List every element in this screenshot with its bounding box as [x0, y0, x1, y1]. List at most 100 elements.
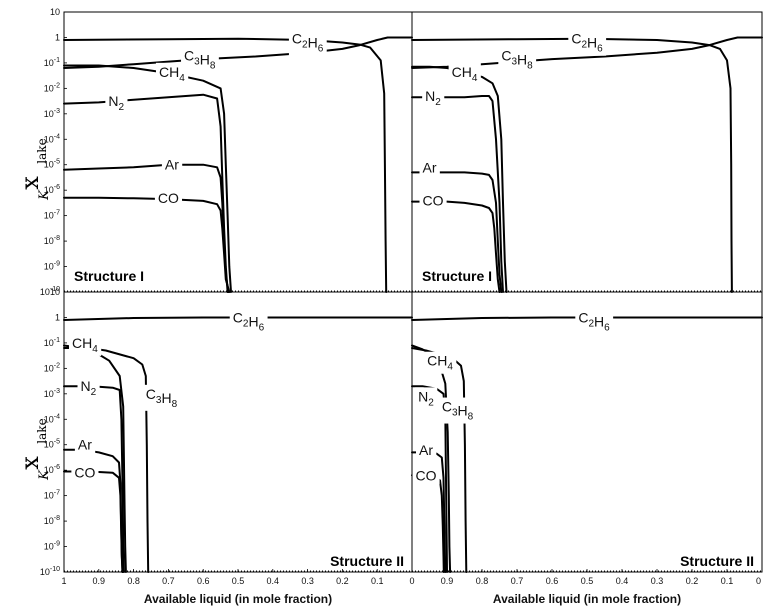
top-left-ytick-label: 10-10	[40, 286, 60, 297]
bottom-left-xtick-label: 0.6	[197, 576, 210, 586]
bottom-right-xtick-label: 0.2	[686, 576, 699, 586]
bottom-left-ytick-label: 10-3	[44, 388, 60, 399]
top-left-ytick-label: 10-2	[44, 82, 60, 93]
bottom-left-label-c2h6: C2H6	[233, 309, 265, 333]
bottom-right-label-ar-bg	[416, 440, 437, 459]
bottom-right-xlabel: Available liquid (in mole fraction)	[493, 592, 681, 606]
bottom-right-xtick-label: 0.5	[581, 576, 594, 586]
bottom-right-label-n2: N2	[418, 388, 434, 408]
bottom-left-label-c3h8-bg	[142, 384, 181, 411]
bottom-left-xtick-label: 0.7	[162, 576, 175, 586]
bottom-right-label-ar: Ar	[419, 442, 433, 458]
top-right-label-co: CO	[423, 192, 444, 208]
bottom-right-label-c2h6: C2H6	[578, 309, 610, 333]
top-left-series-co	[63, 196, 231, 293]
top-left-ytick-label: 10-1	[44, 57, 60, 68]
bottom-left-label-ch4-bg	[68, 333, 102, 356]
top-left-ytick-label: 10-4	[44, 133, 60, 144]
bottom-left-label-ch4: CH4	[72, 335, 98, 355]
bottom-ylabel-sub: K	[37, 469, 52, 481]
bottom-right-xtick-label: 0.8	[476, 576, 489, 586]
top-right-label-ch4-bg	[448, 62, 481, 85]
top-left-ytick-label: 10-5	[44, 159, 60, 170]
top-left-label-c3h8: C3H8	[184, 47, 216, 71]
top-right-label-c3h8: C3H8	[501, 47, 533, 71]
bottom-left-xtick-label: 0.8	[127, 576, 140, 586]
top-left-structure-label: Structure I	[74, 268, 144, 284]
bottom-left-ytick-label: 10-4	[44, 413, 60, 424]
top-right-label-ch4: CH4	[452, 64, 478, 84]
bottom-left-structure-label: Structure II	[330, 553, 404, 569]
bottom-left-xtick-label: 0.9	[93, 576, 106, 586]
bottom-right-xtick-label: 0.7	[511, 576, 524, 586]
bottom-left-label-n2: N2	[81, 378, 97, 398]
bottom-right-label-n2-bg	[415, 387, 438, 410]
bottom-ylabel-sup: lake	[35, 418, 49, 443]
bottom-left-xtick-label: 0.2	[336, 576, 349, 586]
top-ylabel-sup: lake	[35, 138, 49, 163]
top-left-ytick-label: 1	[55, 32, 60, 42]
bottom-left-xtick-label: 0.4	[267, 576, 280, 586]
top-left-label-co-bg	[154, 188, 183, 207]
bottom-left-ytick-label: 10-2	[44, 362, 60, 373]
bottom-right-label-ch4-bg	[424, 351, 457, 374]
top-left-series-c3h8	[63, 36, 413, 69]
bottom-left-xlabel: Available liquid (in mole fraction)	[144, 592, 332, 606]
bottom-right-label-c3h8-bg	[438, 397, 477, 424]
top-right-label-ar: Ar	[423, 159, 437, 175]
top-right-label-c2h6-bg	[568, 29, 607, 56]
bottom-left-label-ar-bg	[74, 435, 96, 454]
bottom-left-ytick-label: 1	[55, 312, 60, 322]
top-left-series-n2	[63, 93, 229, 293]
bottom-left-xtick-label: 1	[61, 576, 66, 586]
bottom-left-label-co-bg	[71, 463, 99, 482]
bottom-right-label-co: CO	[416, 467, 437, 483]
bottom-right-label-ch4: CH4	[427, 353, 453, 373]
top-right-label-n2: N2	[425, 88, 441, 108]
top-right-structure-label: Structure I	[422, 268, 492, 284]
bottom-left-xtick-label: 0.5	[232, 576, 245, 586]
bottom-left-series-c3h8	[63, 347, 150, 573]
bottom-right-series-co	[411, 474, 445, 573]
bottom-right-xtick-label: 0.6	[546, 576, 559, 586]
bottom-right-xtick-label: 0.9	[441, 576, 454, 586]
top-left-ytick-label: 10-7	[44, 210, 60, 221]
top-right-label-c3h8-bg	[498, 46, 537, 73]
bottom-right-label-c2h6-bg	[575, 308, 614, 335]
bottom-left-ytick-label: 10-10	[40, 566, 60, 577]
top-left-ytick-label: 10-8	[44, 235, 60, 246]
bottom-left-ytick-label: 10-7	[44, 490, 60, 501]
bottom-left-ytick-label: 10-9	[44, 541, 60, 552]
bottom-left-label-c3h8: C3H8	[146, 386, 178, 410]
top-ylabel-main: x	[16, 176, 44, 190]
top-ylabel-sub: K	[37, 189, 52, 201]
top-right-series-ch4	[411, 65, 508, 293]
top-left-ytick-label: 10	[50, 7, 60, 17]
bottom-left-ytick-label: 10-6	[44, 464, 60, 475]
top-right-label-c2h6: C2H6	[571, 31, 603, 55]
top-left-label-ar-bg	[161, 155, 183, 174]
bottom-left-xtick-label: 0.1	[371, 576, 384, 586]
top-ylabel: lake xK	[16, 138, 52, 201]
bottom-left-ytick-label: 10-1	[44, 337, 60, 348]
bottom-left-ytick-label: 10-8	[44, 515, 60, 526]
bottom-right-label-co-bg	[412, 466, 440, 485]
bottom-left-xtick-label: 0	[409, 576, 414, 586]
bottom-right-series-c3h8	[411, 347, 468, 573]
bottom-ylabel: lake xK	[16, 418, 52, 481]
top-left-label-n2-bg	[105, 92, 128, 115]
top-left-label-ar: Ar	[165, 157, 179, 173]
bottom-left-label-ar: Ar	[78, 437, 92, 453]
top-left-series-c2h6	[63, 37, 388, 293]
top-left-ytick-label: 10-6	[44, 184, 60, 195]
top-right-series-ar	[411, 171, 503, 293]
bottom-right-structure-label: Structure II	[680, 553, 754, 569]
bottom-ylabel-main: x	[16, 456, 44, 470]
top-left-frame	[63, 11, 413, 293]
top-left-label-ch4: CH4	[159, 64, 185, 84]
top-right-label-n2-bg	[422, 87, 445, 109]
top-left-ytick-label: 10-3	[44, 108, 60, 119]
top-left-series-ch4	[63, 64, 232, 293]
bottom-left-label-n2-bg	[77, 377, 100, 400]
